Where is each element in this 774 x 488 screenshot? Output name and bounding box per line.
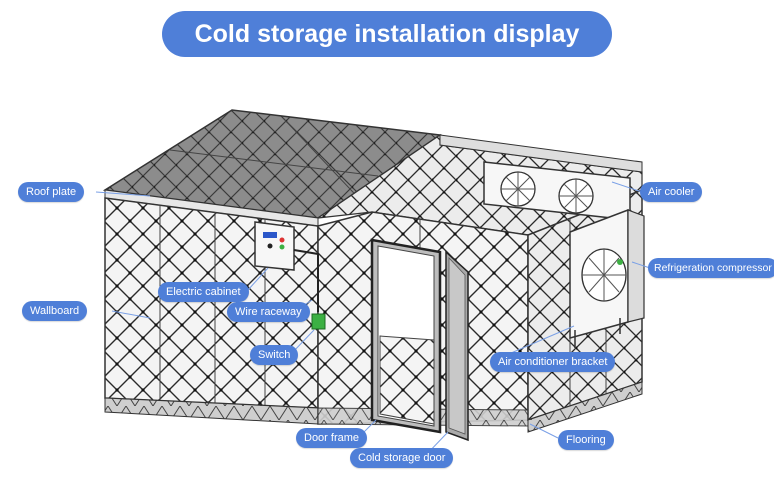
roof	[102, 109, 443, 227]
air-cooler-drawing	[483, 161, 631, 221]
label-wire-raceway: Wire raceway	[227, 302, 310, 322]
label-roof-plate: Roof plate	[18, 182, 85, 202]
label-cold-storage-door: Cold storage door	[350, 448, 454, 468]
page-title: Cold storage installation display	[162, 11, 612, 57]
label-refrigeration-compressor: Refrigeration compressor	[648, 258, 774, 278]
compressor-drawing	[569, 208, 645, 348]
label-door-frame: Door frame	[296, 428, 368, 448]
label-air-conditioner-bracket: Air conditioner bracket	[490, 352, 616, 372]
label-switch: Switch	[250, 345, 299, 365]
door-frame-drawing	[370, 238, 442, 434]
electric-cabinet-drawing	[254, 221, 295, 271]
label-air-cooler: Air cooler	[640, 182, 703, 202]
door-leaf-drawing	[445, 250, 469, 442]
wire-raceway-drawing	[293, 249, 319, 312]
label-wallboard: Wallboard	[22, 301, 88, 321]
switch-drawing	[311, 313, 326, 330]
label-flooring: Flooring	[558, 430, 614, 450]
label-electric-cabinet: Electric cabinet	[158, 282, 249, 302]
